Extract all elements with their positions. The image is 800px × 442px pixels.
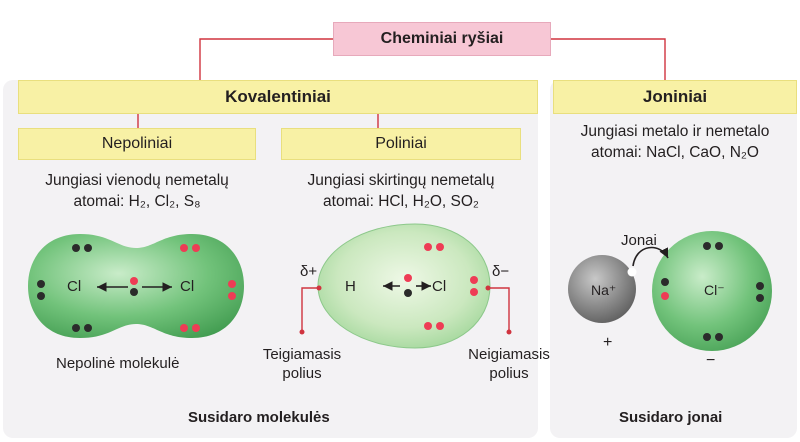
root-box: Cheminiai ryšiai <box>333 22 551 56</box>
polar-description: Jungiasi skirtingų nemetalų atomai: HCl,… <box>281 170 521 212</box>
cation-label: Na⁺ <box>591 282 617 298</box>
delta-plus: δ+ <box>300 263 318 280</box>
polar-electrons-red <box>404 243 478 330</box>
ionic-ions <box>568 231 772 351</box>
covalent-band: Kovalentiniai <box>18 80 538 114</box>
ionic-footer: Susidaro jonai <box>619 409 723 426</box>
nonpolar-examples: H₂, Cl₂, S₈ <box>128 193 201 210</box>
chloride-electron-red <box>661 292 669 300</box>
connector-root-ionic <box>551 38 666 80</box>
pole-negative-line <box>488 287 510 332</box>
polar-label: Poliniai <box>375 135 427 152</box>
nonpolar-atom-right: Cl <box>180 278 195 295</box>
connector-root-covalent <box>199 38 333 80</box>
polar-atom-left: H <box>345 278 356 295</box>
ionic-desc-line1: Jungiasi metalo ir nemetalo <box>580 123 770 140</box>
polar-band: Poliniai <box>281 128 521 160</box>
sodium-ion <box>568 255 636 323</box>
root-label: Cheminiai ryšiai <box>380 30 504 47</box>
chloride-electrons-dark <box>661 242 764 341</box>
pole-negative-dot <box>485 285 491 291</box>
polar-desc-line1: Jungiasi skirtingų nemetalų <box>307 172 495 189</box>
polar-examples: HCl, H₂O, SO₂ <box>378 193 479 210</box>
ionic-band: Joniniai <box>553 80 797 114</box>
chloride-ion <box>652 231 772 351</box>
ionic-examples: NaCl, CaO, N₂O <box>646 144 759 161</box>
pole-negative-end <box>506 329 512 335</box>
nonpolar-molecule <box>28 234 244 338</box>
ionic-description: Jungiasi metalo ir nemetalo atomai: NaCl… <box>553 121 797 163</box>
ions-transfer-arrow <box>632 246 669 267</box>
polar-molecule <box>299 223 512 349</box>
polar-molecule-body <box>317 223 491 349</box>
pole-positive-label: Teigiamasis polius <box>262 346 342 382</box>
pole-positive-end <box>299 329 305 335</box>
anion-label: Cl⁻ <box>704 282 725 298</box>
ionic-desc-line2: atomai: NaCl, CaO, N₂O <box>591 144 759 161</box>
delta-minus: δ− <box>492 263 510 280</box>
minus-sign: − <box>706 352 716 369</box>
pole-positive-dot <box>316 285 322 291</box>
covalent-label: Kovalentiniai <box>225 87 331 106</box>
nonpolar-band: Nepoliniai <box>18 128 256 160</box>
connector-lines <box>137 38 666 128</box>
nonpolar-electrons-red <box>130 244 236 332</box>
ionic-label: Joniniai <box>642 87 708 106</box>
pole-negative-label: Neigiamasis polius <box>468 346 550 382</box>
polar-atom-right: Cl <box>432 278 447 295</box>
polar-desc-line2: atomai: HCl, H₂O, SO₂ <box>323 193 479 210</box>
transferred-electron-hole <box>627 267 637 277</box>
plus-sign: + <box>603 334 613 351</box>
nonpolar-label: Nepoliniai <box>101 135 173 152</box>
ions-label: Jonai <box>621 232 657 249</box>
polar-electron-dark <box>404 289 412 297</box>
nonpolar-caption: Nepolinė molekulė <box>56 355 180 372</box>
covalent-footer: Susidaro molekulės <box>188 409 330 426</box>
nonpolar-atom-left: Cl <box>67 278 82 295</box>
nonpolar-desc-line2: atomai: H₂, Cl₂, S₈ <box>73 193 201 210</box>
nonpolar-electrons-dark <box>37 244 138 332</box>
nonpolar-description: Jungiasi vienodų nemetalų atomai: H₂, Cl… <box>18 170 256 212</box>
pole-positive-line <box>301 287 319 332</box>
nonpolar-desc-line1: Jungiasi vienodų nemetalų <box>45 172 229 189</box>
nonpolar-molecule-body <box>28 234 244 338</box>
